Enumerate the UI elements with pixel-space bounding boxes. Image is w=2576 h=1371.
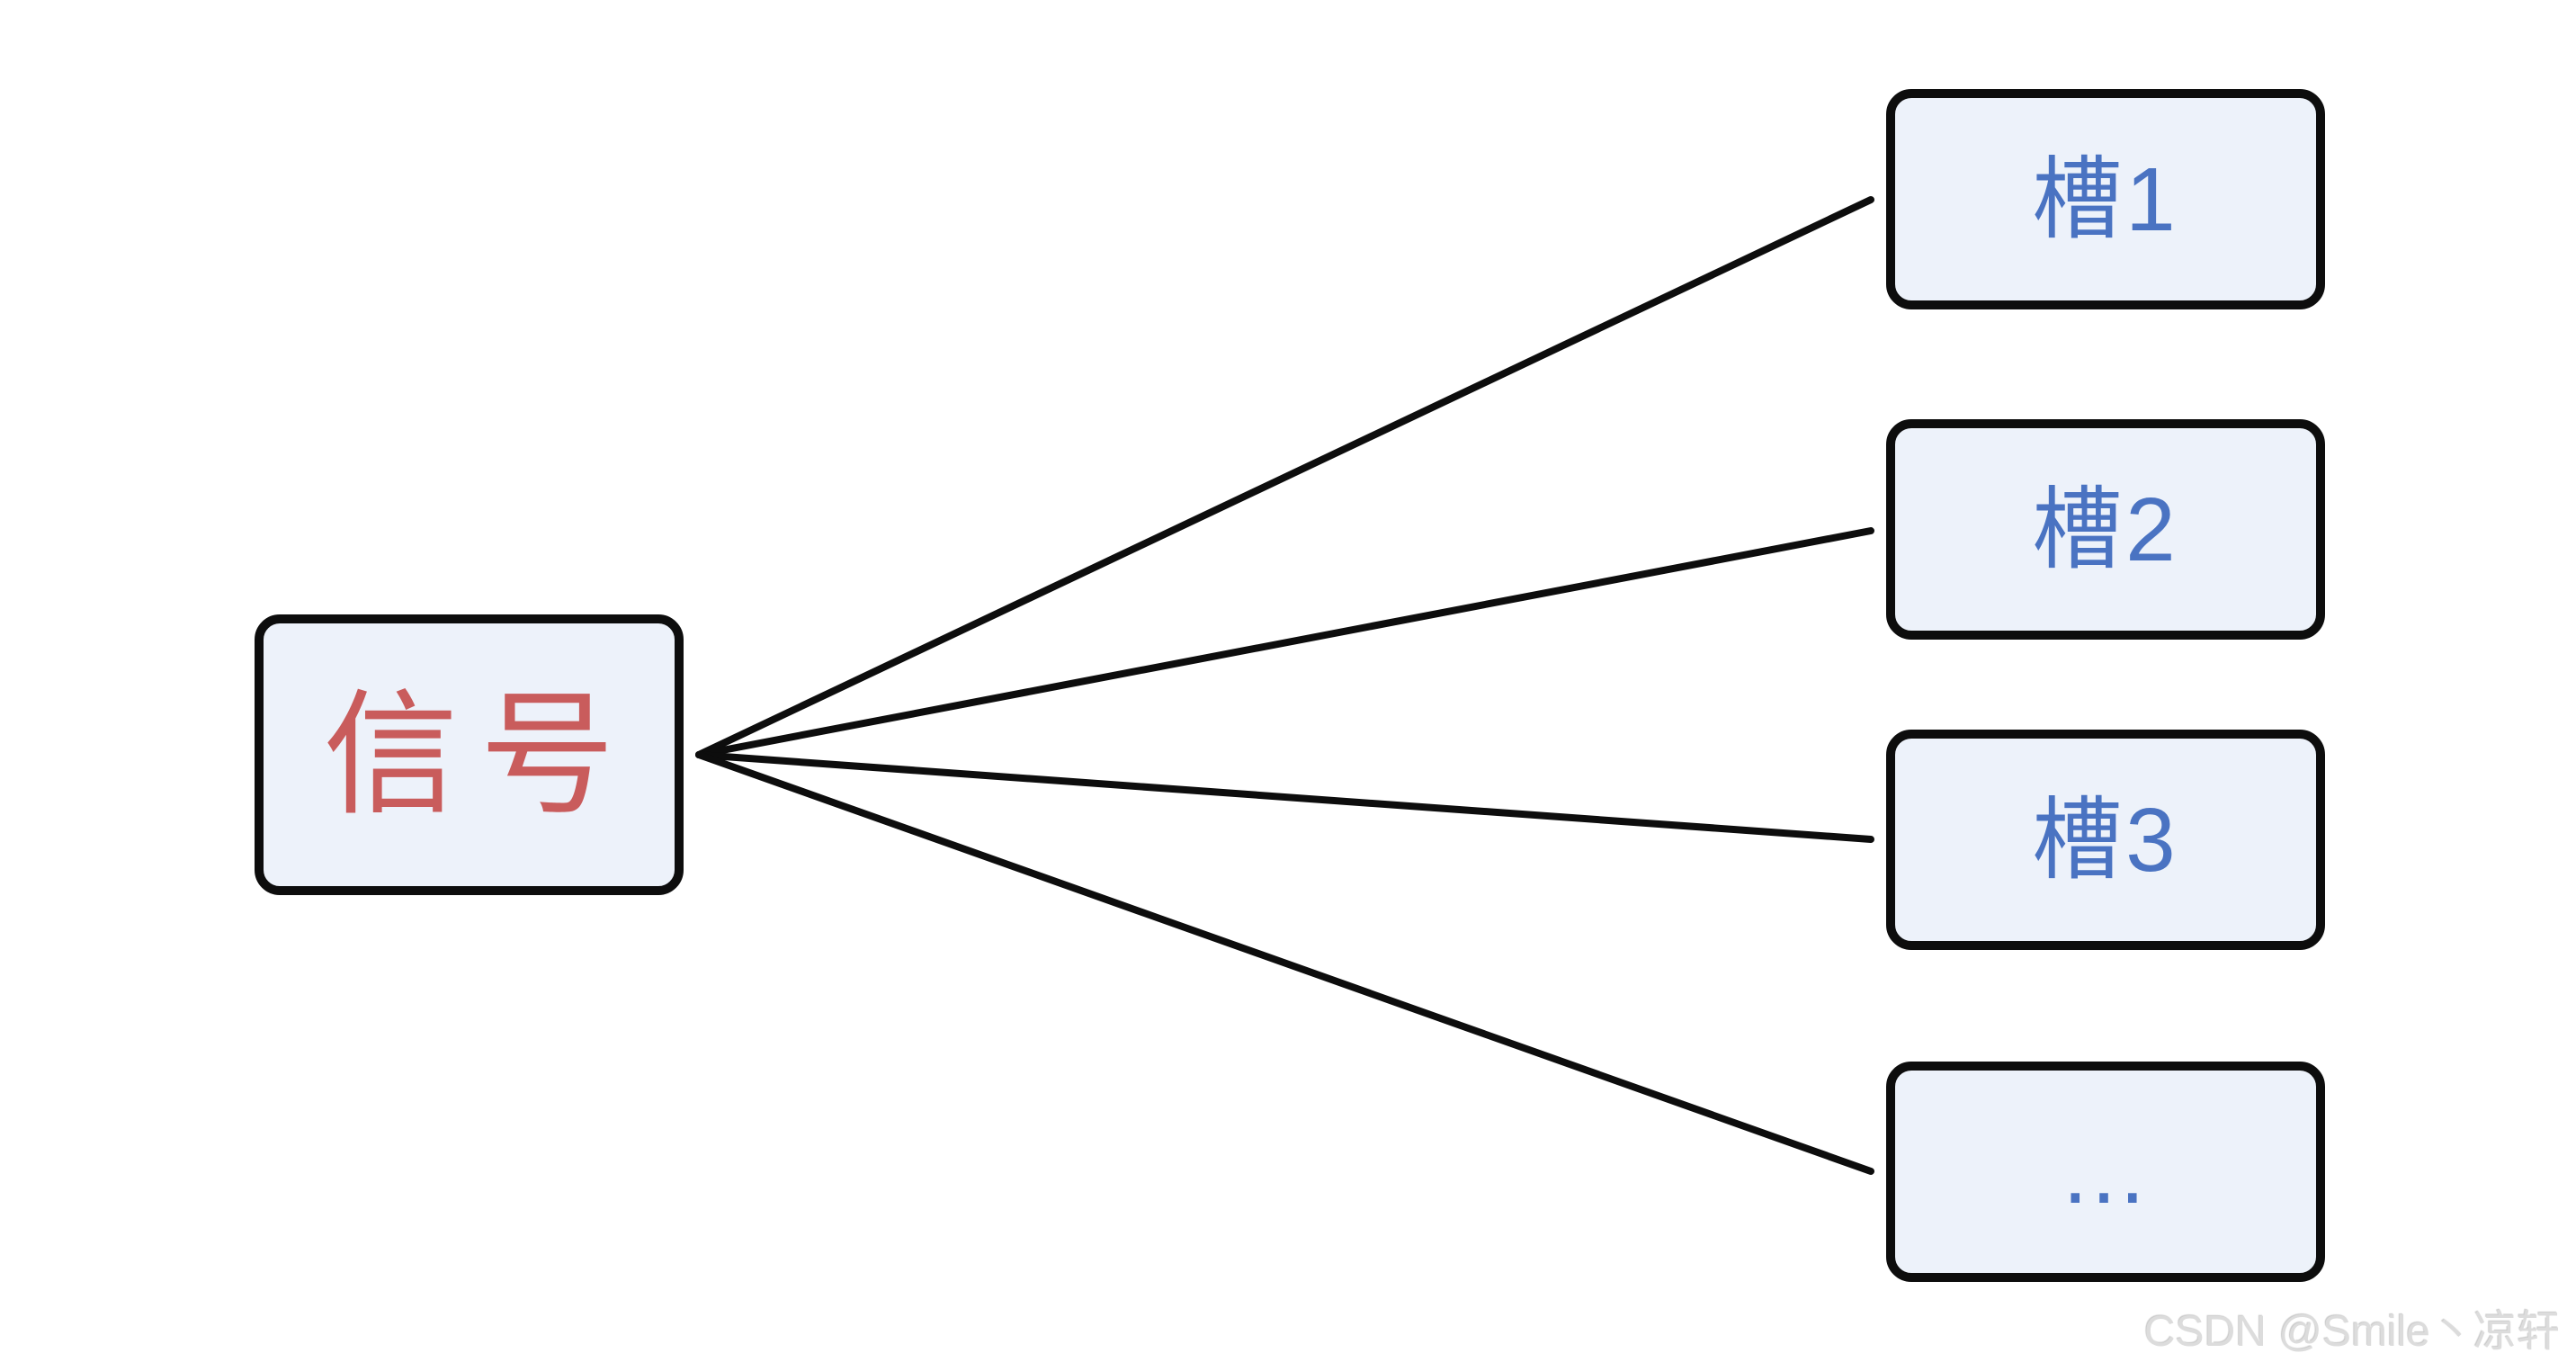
slot-node-1: 槽1 (1886, 89, 2325, 309)
connector-line-signal-to-slot1 (695, 196, 1874, 758)
connector-line-signal-to-slot4 (695, 751, 1874, 1175)
slot-node-1-label: 槽1 (2032, 148, 2179, 250)
slot-node-3: 槽3 (1886, 730, 2325, 950)
slot-node-2: 槽2 (1886, 419, 2325, 640)
slot-node-more-label: ... (2062, 1121, 2149, 1223)
slot-node-more: ... (1886, 1062, 2325, 1282)
slot-node-2-label: 槽2 (2032, 479, 2179, 580)
csdn-watermark: CSDN @Smile丶凉轩 (2143, 1308, 2560, 1357)
signal-node-label: 信号 (323, 679, 637, 830)
slot-node-3-label: 槽3 (2032, 789, 2179, 891)
signal-node: 信号 (255, 614, 684, 895)
connector-line-signal-to-slot2 (695, 527, 1874, 758)
connector-line-signal-to-slot3 (695, 751, 1874, 843)
